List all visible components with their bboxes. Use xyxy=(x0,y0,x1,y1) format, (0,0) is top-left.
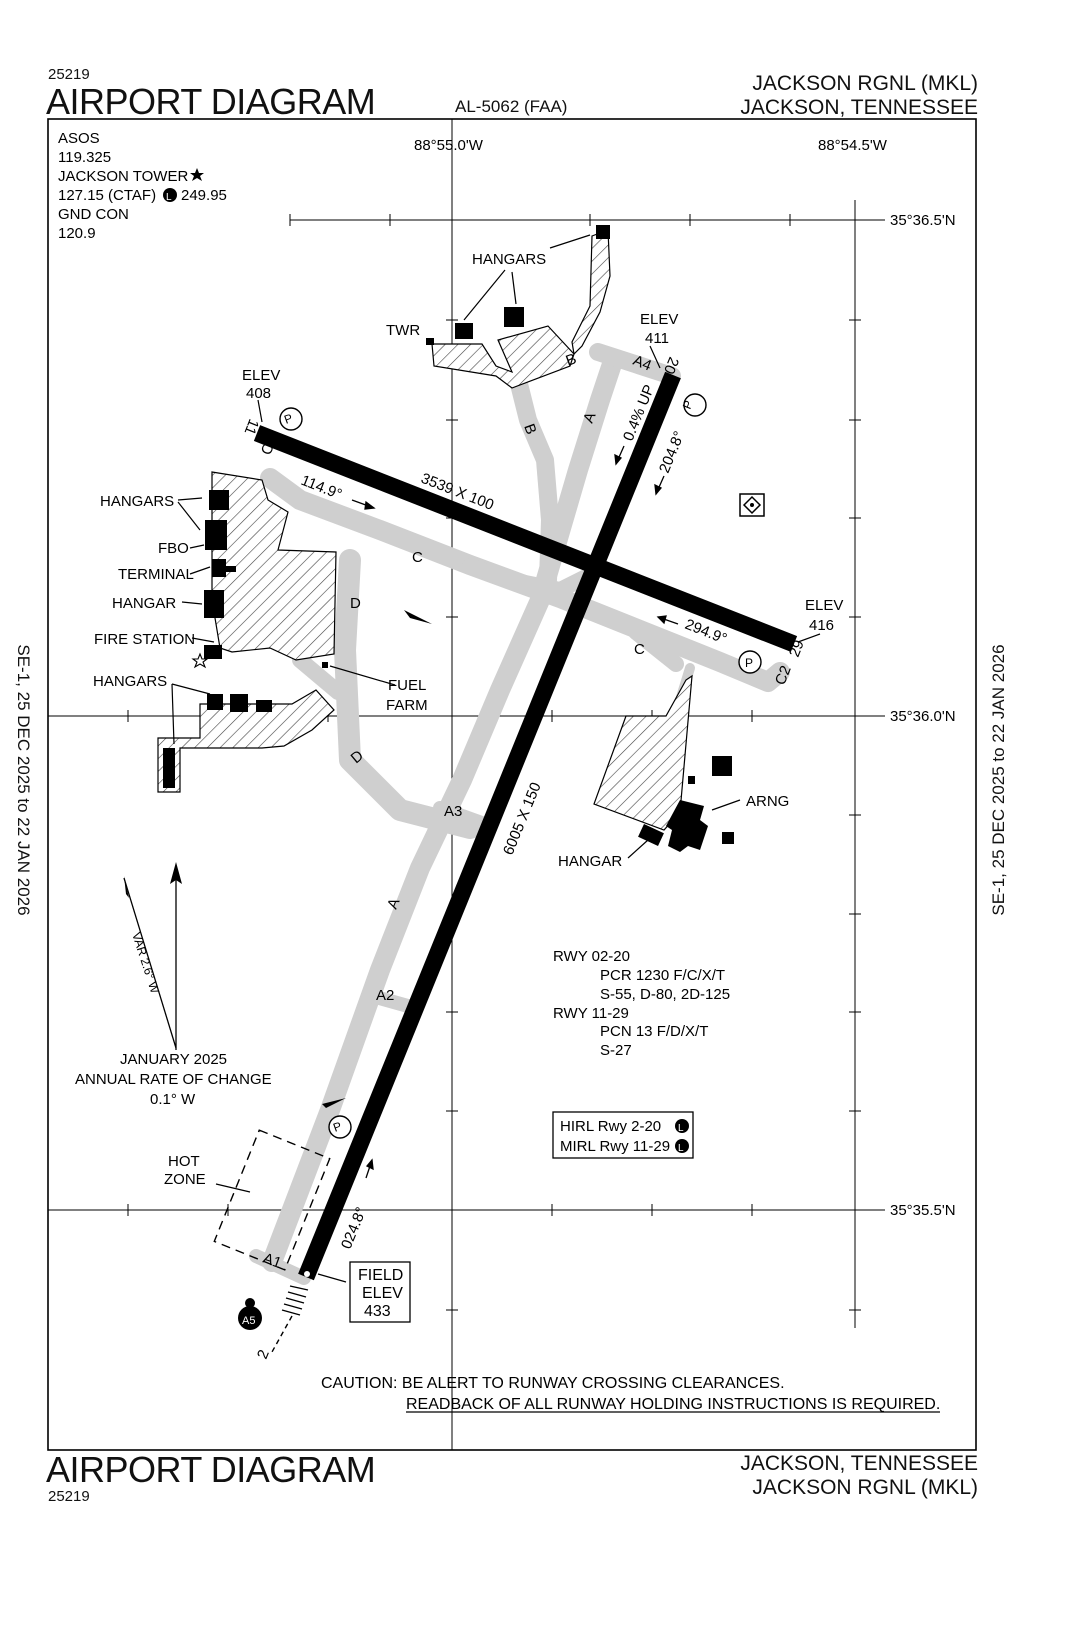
lighting-mirl: MIRL Rwy 11-29 xyxy=(560,1138,670,1155)
approach-lights xyxy=(271,1285,309,1353)
heading-arrows xyxy=(351,445,679,1179)
doc-number-bottom: 25219 xyxy=(48,1488,90,1505)
runway-20-end: 20 xyxy=(660,354,682,376)
runway-11-end: 11 xyxy=(241,417,263,438)
taxiway-a2-label: A2 xyxy=(376,987,394,1004)
parking-label: P xyxy=(745,656,753,670)
rwy-data-1: RWY 02-20 xyxy=(553,948,630,965)
elev-11-value: 408 xyxy=(246,385,271,402)
north-arrow-icon xyxy=(123,862,182,1050)
lighting-badge-hirl: L xyxy=(678,1123,684,1134)
taxiway-a4-label: A4 xyxy=(631,352,654,375)
caution-line2: READBACK OF ALL RUNWAY HOLDING INSTRUCTI… xyxy=(406,1396,940,1413)
rwy-data-2: RWY 11-29 xyxy=(553,1005,629,1022)
freq-ctaf: 127.15 (CTAF) xyxy=(58,187,156,204)
field-elev-box xyxy=(349,1261,411,1323)
hot-zone-line1: HOT xyxy=(168,1153,200,1170)
label-twr: TWR xyxy=(386,322,420,339)
diagram-title-bottom: AIRPORT DIAGRAM xyxy=(46,1449,376,1490)
leader-lines xyxy=(171,234,821,1283)
freq-ground: GND CON xyxy=(58,206,129,223)
al-number: AL-5062 (FAA) xyxy=(455,97,568,116)
elev-20-value: 411 xyxy=(645,330,669,347)
caution-line1: CAUTION: BE ALERT TO RUNWAY CROSSING CLE… xyxy=(321,1375,785,1392)
taxiways xyxy=(249,343,790,1285)
wind-cone-icon xyxy=(404,610,432,624)
lighting-badge-mirl: L xyxy=(678,1143,684,1154)
aprons xyxy=(157,229,693,831)
lighting-hirl: HIRL Rwy 2-20 xyxy=(560,1118,661,1135)
wind-cone-icon xyxy=(322,1098,346,1108)
latitude-top: 35°36.5'N xyxy=(890,212,956,229)
elev-29-label: ELEV xyxy=(805,597,843,614)
label-fuel: FUEL xyxy=(388,677,426,694)
buildings xyxy=(163,225,734,852)
city-top: JACKSON, TENNESSEE xyxy=(740,96,978,119)
hotspot-a5-label: A5 xyxy=(242,1315,255,1327)
label-hangar-west: HANGAR xyxy=(112,595,176,612)
label-terminal: TERMINAL xyxy=(118,566,194,583)
taxiway-a1-label: A1 xyxy=(261,1250,284,1272)
parking-markers xyxy=(279,393,762,1139)
mag-change-3: 0.1° W xyxy=(150,1091,196,1108)
freq-tower: JACKSON TOWER xyxy=(58,168,188,185)
latitude-mid: 35°36.0'N xyxy=(890,708,956,725)
rwy-data-1b: S-55, D-80, 2D-125 xyxy=(600,986,730,1003)
taxiway-c2-label: C2 xyxy=(772,663,795,687)
freq-asos-value: 119.325 xyxy=(58,149,111,166)
label-fire-station: FIRE STATION xyxy=(94,631,195,648)
runway-02-20 xyxy=(298,371,681,1281)
runway-11-29 xyxy=(253,425,798,652)
mag-change-2: ANNUAL RATE OF CHANGE xyxy=(75,1071,272,1088)
mag-change-1: JANUARY 2025 xyxy=(120,1051,227,1068)
freq-lighting-badge: L xyxy=(166,192,172,203)
runway-02-heading: 024.8° xyxy=(338,1205,370,1252)
hot-zone-line2: ZONE xyxy=(164,1171,206,1188)
label-hangars-north: HANGARS xyxy=(472,251,546,268)
airport-name-bottom: JACKSON RGNL (MKL) xyxy=(752,1476,978,1499)
longitude-right: 88°54.5'W xyxy=(818,137,888,154)
latitude-bottom: 35°35.5'N xyxy=(890,1202,956,1219)
freq-ground-value: 120.9 xyxy=(58,225,96,242)
taxiway-d-label: D xyxy=(350,595,361,612)
map-frame xyxy=(47,118,977,1451)
label-fbo: FBO xyxy=(158,540,189,557)
label-farm: FARM xyxy=(386,697,428,714)
magnetic-variation: VAR 2.6° W xyxy=(129,931,162,996)
rwy-data-2b: S-27 xyxy=(600,1042,632,1059)
field-elev-line1: FIELD xyxy=(358,1267,403,1284)
elev-20-label: ELEV xyxy=(640,311,678,328)
diagram-title-top: AIRPORT DIAGRAM xyxy=(46,81,376,122)
label-hangars-sw: HANGARS xyxy=(93,673,167,690)
field-elev-line2: ELEV xyxy=(362,1285,403,1302)
longitude-left: 88°55.0'W xyxy=(414,137,484,154)
runways xyxy=(253,371,798,1281)
taxiway-c-label-east: C xyxy=(634,641,645,658)
fire-station-icon xyxy=(191,652,209,669)
taxiway-a3-label: A3 xyxy=(444,803,462,820)
label-arng: ARNG xyxy=(746,793,789,810)
label-hangars-west: HANGARS xyxy=(100,493,174,510)
hotspot-a5-icon xyxy=(238,1306,262,1330)
elev-29-value: 416 xyxy=(809,617,834,634)
city-bottom: JACKSON, TENNESSEE xyxy=(740,1452,978,1475)
runway-02-end: 2 xyxy=(254,1347,273,1361)
field-elev-value: 433 xyxy=(364,1303,391,1320)
doc-number-top: 25219 xyxy=(48,66,90,83)
rwy-data-1a: PCR 1230 F/C/X/T xyxy=(600,967,725,984)
freq-asos: ASOS xyxy=(58,130,100,147)
runway-20-heading: 204.8° xyxy=(656,429,688,476)
taxiway-c1-label: C1 xyxy=(258,433,281,457)
runway-29-end: 29 xyxy=(786,638,808,660)
elev-11-label: ELEV xyxy=(242,367,280,384)
lighting-box xyxy=(552,1111,694,1159)
airport-name-top: JACKSON RGNL (MKL) xyxy=(752,72,978,95)
label-hangar-se: HANGAR xyxy=(558,853,622,870)
taxiway-c-label: C xyxy=(412,549,423,566)
tower-star-icon xyxy=(190,168,204,181)
rwy-data-2a: PCN 13 F/D/X/T xyxy=(600,1023,708,1040)
freq-uhf: 249.95 xyxy=(181,187,227,204)
